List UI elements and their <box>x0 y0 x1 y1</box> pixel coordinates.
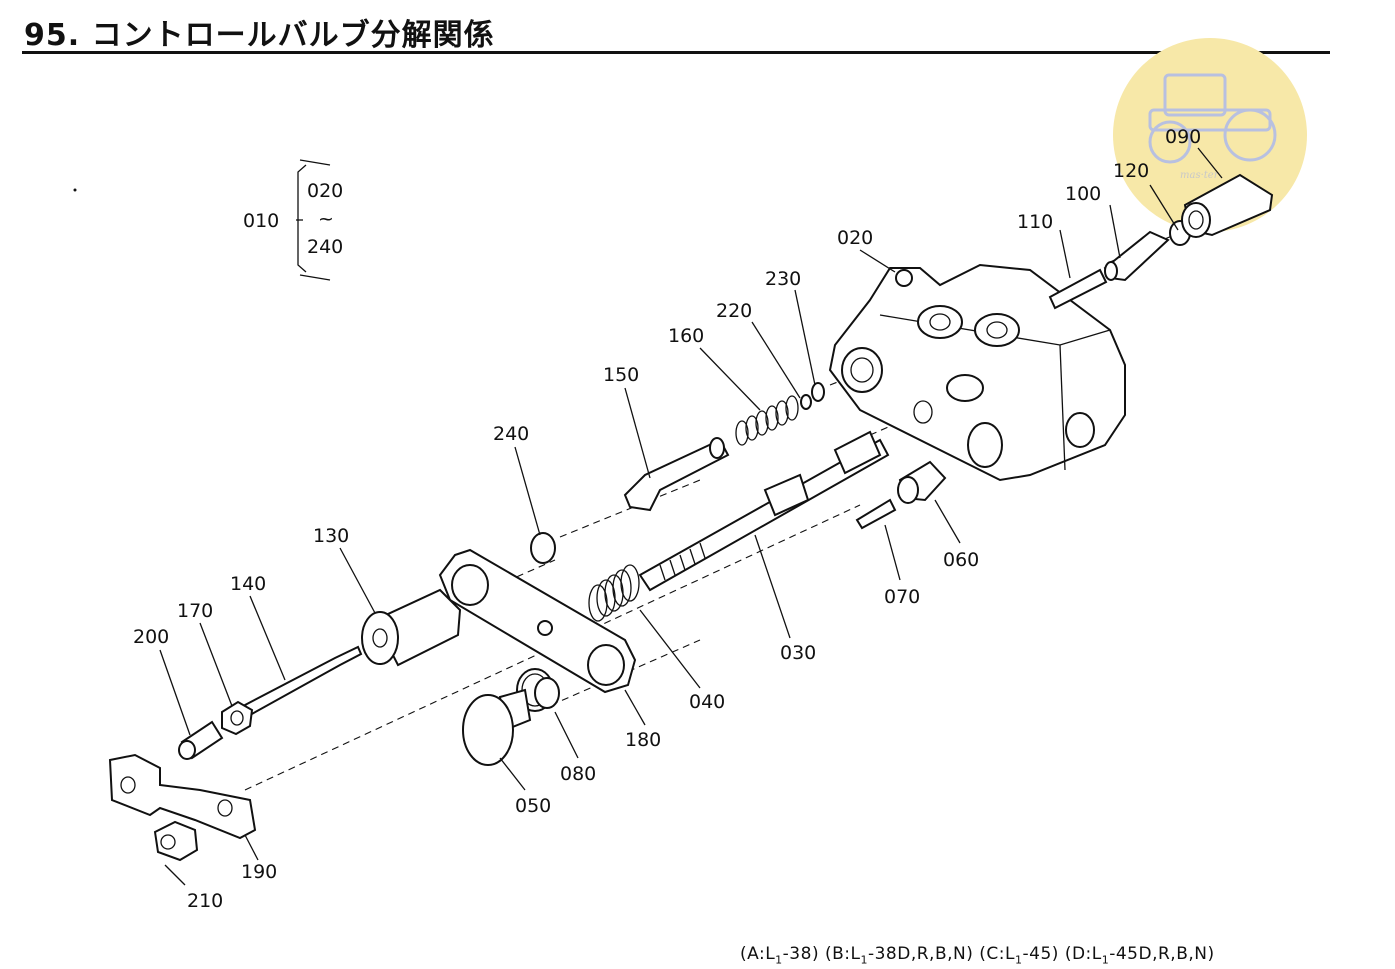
relief-parts <box>855 173 1274 530</box>
bushing-200 <box>178 720 224 760</box>
plate <box>438 548 637 694</box>
part-labels: 020 030 040 050 060 070 080 090 100 110 … <box>133 126 1201 912</box>
spool <box>638 430 890 592</box>
label-020: 020 <box>837 227 873 249</box>
footnote-model-2: (C:L1-45) <box>979 944 1059 967</box>
label-210: 210 <box>187 890 223 912</box>
label-range-from: 020 <box>307 180 343 202</box>
nut-210 <box>153 820 199 862</box>
watermark-logo: mas·ter <box>1113 38 1307 232</box>
label-160: 160 <box>668 325 704 347</box>
label-040: 040 <box>689 691 725 713</box>
oring-240 <box>530 532 556 564</box>
label-170: 170 <box>177 600 213 622</box>
label-010: 010 <box>243 210 279 232</box>
label-080: 080 <box>560 763 596 785</box>
label-050: 050 <box>515 795 551 817</box>
spring-040 <box>588 564 640 622</box>
assembly-bracket: 010 020 ~ 240 <box>243 159 343 281</box>
label-100: 100 <box>1065 183 1101 205</box>
label-120: 120 <box>1113 160 1149 182</box>
title-rule <box>22 51 1330 54</box>
oring-080 <box>534 677 560 709</box>
label-030: 030 <box>780 642 816 664</box>
label-090: 090 <box>1165 126 1201 148</box>
label-240: 240 <box>493 423 529 445</box>
ring-220 <box>800 394 812 410</box>
label-070: 070 <box>884 586 920 608</box>
watermark-text: mas·ter <box>1180 170 1220 181</box>
label-140: 140 <box>230 573 266 595</box>
bracket <box>108 753 257 840</box>
label-180: 180 <box>625 729 661 751</box>
model-footnote: (A:L1-38) (B:L1-38D,R,B,N) (C:L1-45) (D:… <box>740 944 1215 966</box>
label-range-to: 240 <box>307 236 343 258</box>
label-150: 150 <box>603 364 639 386</box>
footnote-model-3: (D:L1-45D,R,B,N) <box>1064 944 1215 967</box>
label-200: 200 <box>133 626 169 648</box>
leader-lines <box>159 147 1223 886</box>
valve-body <box>828 263 1126 482</box>
label-060: 060 <box>943 549 979 571</box>
label-220: 220 <box>716 300 752 322</box>
label-230: 230 <box>765 268 801 290</box>
label-130: 130 <box>313 525 349 547</box>
piston <box>623 437 730 512</box>
footnote-model-1: (B:L1-38D,R,B,N) <box>824 944 974 967</box>
shaft-140 <box>243 645 363 717</box>
label-range-sep: ~ <box>318 208 334 230</box>
label-110: 110 <box>1017 211 1053 233</box>
label-190: 190 <box>241 861 277 883</box>
nut-170 <box>221 700 254 736</box>
footnote-model-0: (A:L1-38) <box>740 944 820 967</box>
piston-body <box>361 588 462 667</box>
spring-160 <box>735 395 799 446</box>
page-title: 95. コントロールバルブ分解関係 <box>24 18 495 53</box>
ring-230 <box>811 382 825 402</box>
